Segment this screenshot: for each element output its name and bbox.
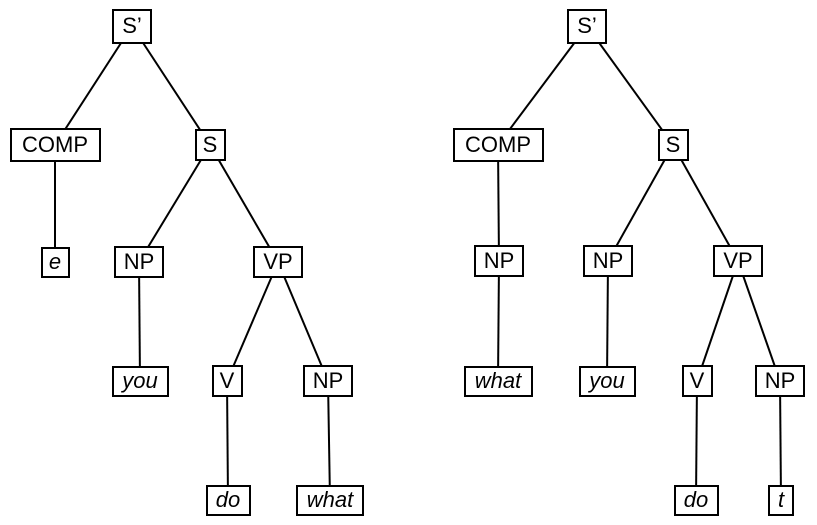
left-tree-node-e: e	[40, 246, 70, 278]
right-tree-edge-v-do	[695, 380, 698, 501]
left-tree-node-np1: NP	[114, 246, 164, 278]
right-tree-node-comp: COMP	[452, 128, 544, 162]
left-tree-node-you: you	[111, 365, 169, 397]
left-tree-edge-vp-v	[226, 261, 279, 382]
right-tree-node-t: t	[768, 484, 794, 516]
right-tree-node-vp: VP	[713, 245, 763, 277]
right-tree-node-v: V	[681, 365, 713, 397]
left-tree-edge-s-vp	[209, 144, 279, 263]
right-tree-node-np3: NP	[755, 365, 805, 397]
left-tree-node-sp: S’	[112, 8, 152, 44]
right-tree-edge-vp-v	[696, 260, 739, 382]
left-tree-edge-np1-you	[138, 261, 141, 382]
left-tree-edge-v-do	[226, 380, 229, 501]
right-tree-node-what: what	[463, 365, 533, 397]
right-tree-edge-sp-s	[586, 25, 674, 146]
right-tree-edge-np3-t	[779, 380, 782, 501]
right-tree-node-np1: NP	[474, 245, 524, 277]
right-tree-node-sp: S’	[567, 8, 607, 44]
left-tree-edge-np2-what	[327, 380, 331, 501]
right-tree-edge-s-np2	[607, 144, 674, 262]
left-tree-node-what: what	[296, 484, 364, 516]
left-tree-node-s: S	[194, 129, 226, 161]
right-tree-node-you: you	[578, 365, 636, 397]
left-tree-edge-sp-comp	[54, 25, 133, 146]
right-tree-edge-sp-comp	[497, 25, 588, 146]
right-tree-edge-comp-np1	[497, 144, 500, 262]
left-tree-node-vp: VP	[253, 246, 303, 278]
left-tree-node-np2: NP	[303, 365, 353, 397]
right-tree-node-do: do	[673, 484, 719, 516]
right-tree-node-np2: NP	[583, 245, 633, 277]
left-tree-edge-vp-np2	[277, 261, 329, 382]
left-tree-edge-sp-s	[131, 25, 211, 146]
left-tree-node-comp: COMP	[9, 128, 101, 162]
right-tree-edge-vp-np3	[737, 260, 781, 382]
right-tree-edge-np1-what	[497, 260, 500, 382]
right-tree-edge-np2-you	[606, 260, 609, 382]
left-tree-node-v: V	[211, 365, 243, 397]
left-tree-node-do: do	[205, 484, 251, 516]
left-tree-edge-s-np1	[138, 144, 211, 263]
right-tree-node-s: S	[657, 129, 689, 161]
right-tree-edge-s-vp	[672, 144, 739, 262]
